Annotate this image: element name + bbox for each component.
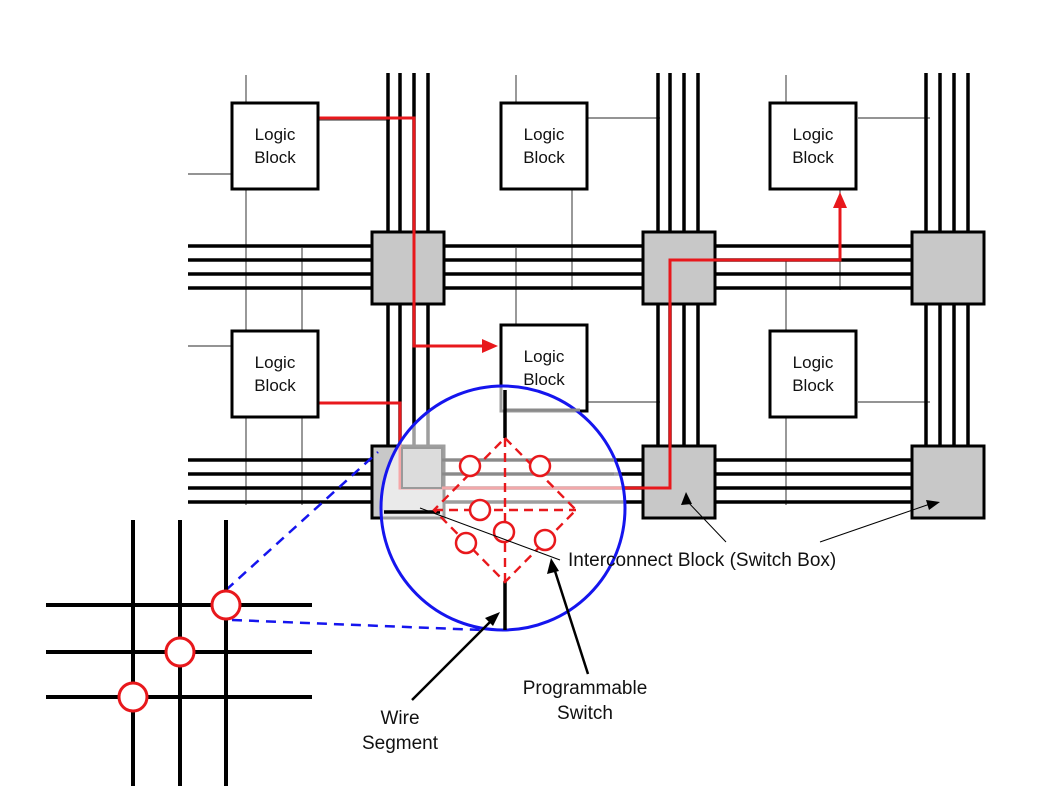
logic-block-label: Logic xyxy=(255,353,296,372)
programmable-switch xyxy=(528,454,552,478)
crossbar-switch xyxy=(210,589,242,621)
crossbar-detail xyxy=(46,520,312,786)
switch-box xyxy=(641,444,717,520)
programmable-switch xyxy=(533,528,557,552)
switch-boxes xyxy=(370,230,986,520)
logic-block-label: Logic xyxy=(793,353,834,372)
logic-block-label: Block xyxy=(254,376,296,395)
programmable-switch xyxy=(458,454,482,478)
logic-block-label: Block xyxy=(792,376,834,395)
logic-block-label: Block xyxy=(254,148,296,167)
logic-block-label: Logic xyxy=(524,125,565,144)
logic-block: Logic Block xyxy=(499,101,589,191)
interconnect-block-label: Interconnect Block (Switch Box) xyxy=(568,550,836,571)
logic-block-label: Block xyxy=(792,148,834,167)
programmable-switch xyxy=(468,498,492,522)
crossbar-switch xyxy=(164,636,196,668)
switch-box xyxy=(910,444,986,520)
programmable-switch-label: Programmable xyxy=(523,678,648,699)
logic-block-label: Logic xyxy=(255,125,296,144)
logic-block: Logic Block xyxy=(768,329,858,419)
logic-block-label: Block xyxy=(523,370,565,389)
wire-segment-label: Segment xyxy=(362,733,439,754)
programmable-switch xyxy=(454,531,478,555)
crossbar-switch xyxy=(117,681,149,713)
logic-block: Logic Block xyxy=(230,101,320,191)
switch-box xyxy=(370,230,446,306)
zoom-lens xyxy=(379,384,627,632)
logic-block-label: Block xyxy=(523,148,565,167)
switch-box xyxy=(641,230,717,306)
switch-box xyxy=(910,230,986,306)
logic-block: Logic Block xyxy=(768,101,858,191)
logic-block-label: Logic xyxy=(793,125,834,144)
logic-block: Logic Block xyxy=(230,329,320,419)
magnified-switch-box xyxy=(379,384,627,632)
zoom-leader-lines xyxy=(225,451,483,632)
annotation-arrows xyxy=(411,492,940,701)
wire-segment-label: Wire xyxy=(380,708,419,729)
programmable-switch-label: Switch xyxy=(557,703,613,724)
logic-block-label: Logic xyxy=(524,347,565,366)
routed-signal-path xyxy=(318,116,847,490)
